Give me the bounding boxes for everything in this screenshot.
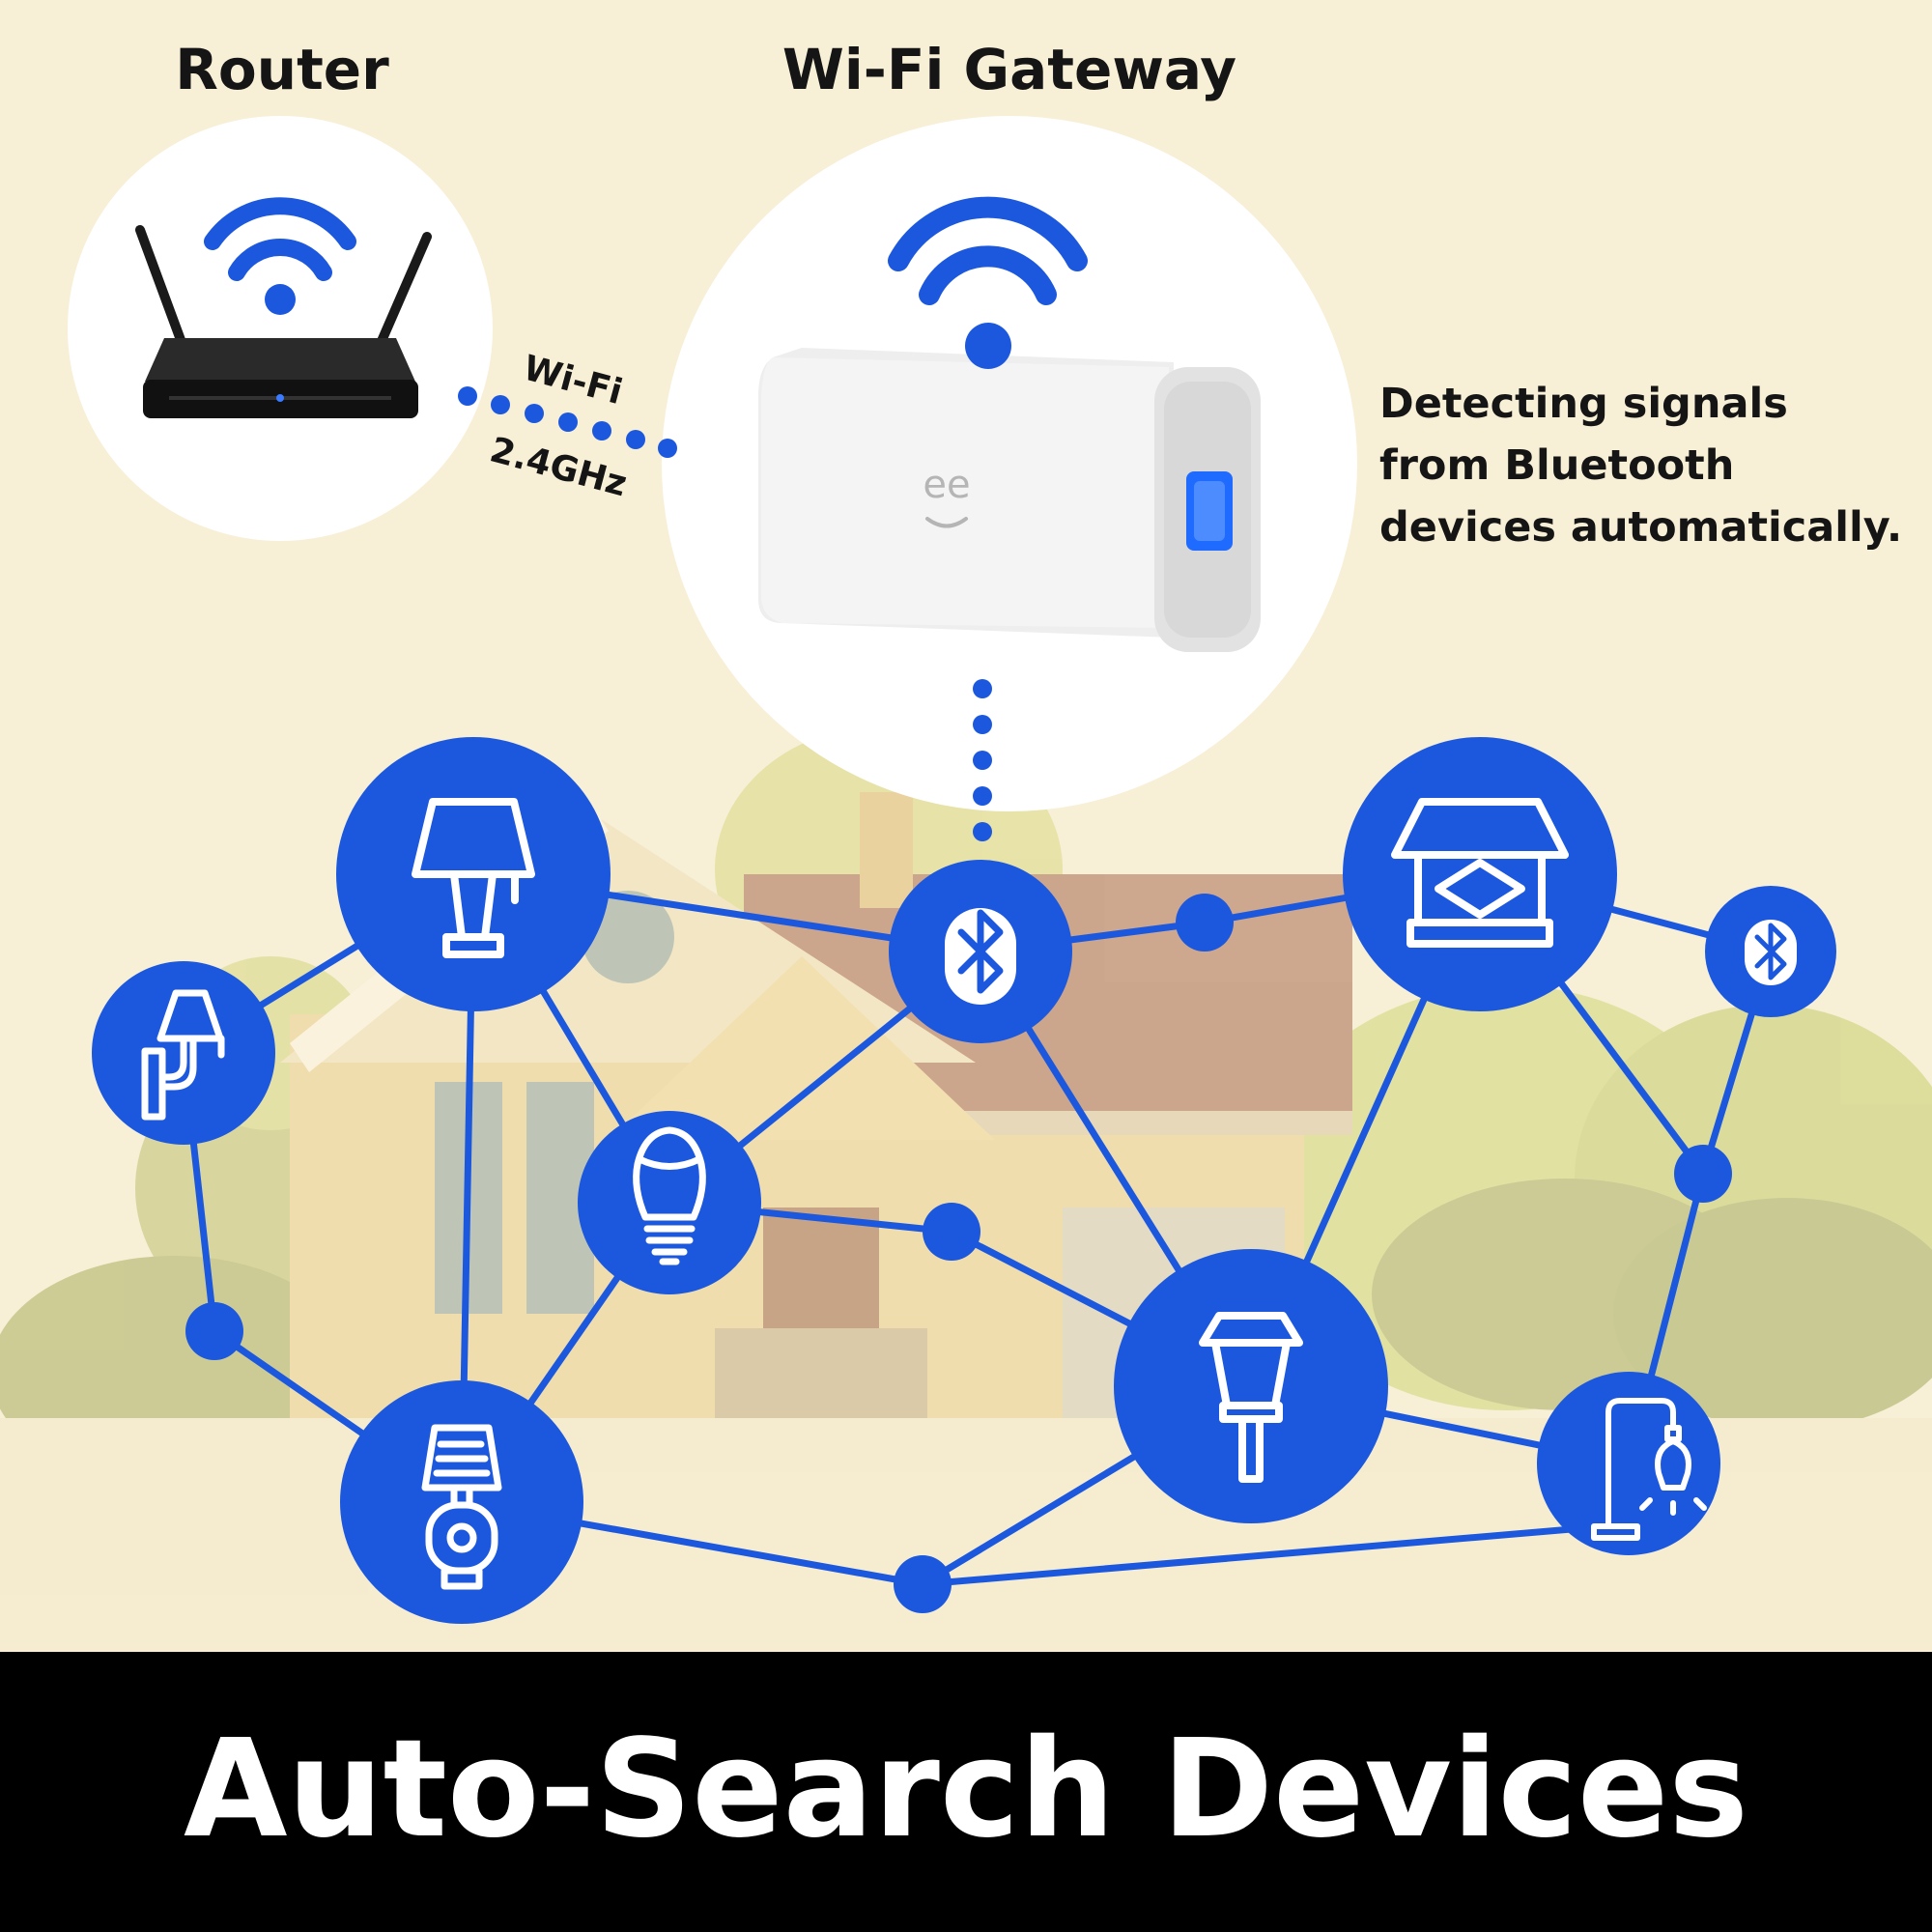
gateway-title: Wi-Fi Gateway [782, 37, 1236, 102]
table-lamp-icon [412, 798, 535, 958]
wifi-router-icon [135, 225, 432, 418]
node-led-bulb [578, 1111, 761, 1294]
description-line-3: devices automatically. [1379, 503, 1902, 552]
node-window-light [1343, 737, 1617, 1011]
bluetooth-icon [1745, 920, 1797, 985]
desk-lamp-icon [421, 1424, 502, 1590]
svg-text:ee: ee [923, 463, 970, 507]
node-desk-lamp [340, 1380, 583, 1624]
bluetooth-gateway-icon: ee [758, 348, 1261, 652]
wifi-label: Wi-Fi [519, 349, 626, 412]
router-title: Router [175, 37, 389, 102]
node-bluetooth-hub [889, 860, 1072, 1043]
gateway-wifi-signal-icon [888, 196, 1088, 369]
node-floor-lamp [1537, 1372, 1720, 1555]
frequency-label: 2.4GHz [486, 430, 631, 504]
description: Detecting signals from Bluetooth devices… [1379, 380, 1902, 552]
router-circle [68, 116, 493, 541]
garden-light-icon [1199, 1312, 1303, 1483]
bluetooth-icon [945, 908, 1016, 1005]
router-wifi-signal-icon [204, 197, 356, 315]
window-light-icon [1391, 798, 1569, 948]
node-garden-light [1114, 1249, 1388, 1523]
title-banner [0, 1652, 1932, 1932]
mesh-junctions [185, 894, 1732, 1613]
wall-sconce-icon [141, 989, 225, 1121]
node-table-lamp [336, 737, 611, 1011]
gateway-link-dots [973, 679, 992, 841]
led-bulb-icon [633, 1126, 706, 1265]
description-line-1: Detecting signals [1379, 380, 1788, 428]
banner-title: Auto-Search Devices [184, 1711, 1748, 1868]
node-wall-sconce [92, 961, 275, 1145]
wifi-link-dots [458, 386, 677, 458]
description-line-2: from Bluetooth [1379, 441, 1734, 490]
floor-lamp-icon [1591, 1398, 1707, 1541]
node-bluetooth-small [1705, 886, 1836, 1017]
